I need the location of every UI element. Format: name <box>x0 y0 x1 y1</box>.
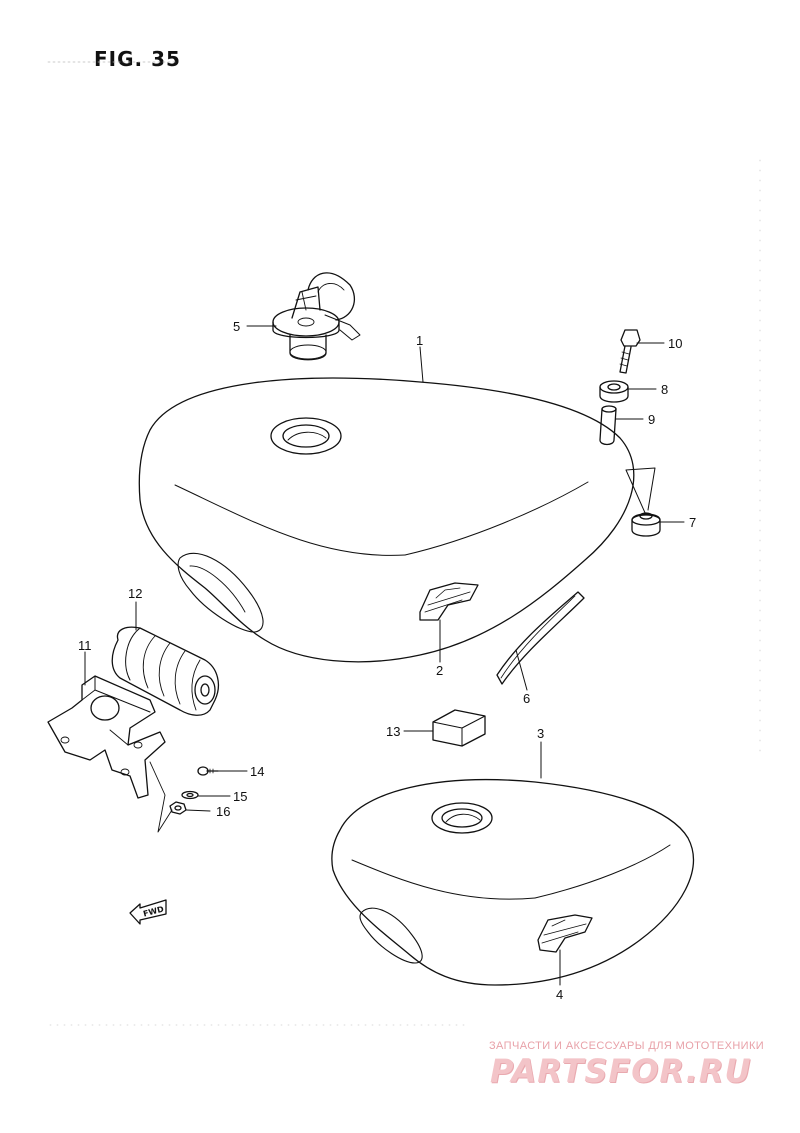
callout-labels: 5 1 10 8 9 7 2 6 3 4 13 12 11 14 15 16 <box>78 319 696 1002</box>
trim-strip <box>496 591 585 685</box>
pad-block <box>432 709 486 747</box>
cushion-part <box>631 512 661 537</box>
forward-direction-marker: FWD <box>129 899 167 925</box>
watermark-tagline: ЗАПЧАСТИ И АКСЕССУАРЫ ДЛЯ МОТОТЕХНИКИ <box>489 1040 765 1052</box>
nut-part <box>169 801 187 815</box>
collar-part <box>599 380 629 403</box>
callout-7: 7 <box>689 515 696 530</box>
screw-part <box>197 766 219 776</box>
callout-10: 10 <box>668 336 682 351</box>
callout-1: 1 <box>416 333 423 348</box>
callout-16: 16 <box>216 804 230 819</box>
callout-15: 15 <box>233 789 247 804</box>
callout-6: 6 <box>523 691 530 706</box>
fuel-tank-main <box>138 377 635 663</box>
mount-bracket <box>47 675 166 799</box>
callout-2: 2 <box>436 663 443 678</box>
fuel-tank-secondary <box>331 779 694 986</box>
figure-title: FIG. 35 <box>94 47 181 71</box>
watermark-logo: PARTSFOR.RU <box>490 1052 752 1090</box>
washer-part <box>181 790 199 800</box>
leader-lines <box>84 325 685 986</box>
callout-3: 3 <box>537 726 544 741</box>
callout-11: 11 <box>78 638 92 653</box>
spacer-part <box>599 405 617 446</box>
fuel-cap-with-keys <box>272 272 361 361</box>
callout-5: 5 <box>233 319 240 334</box>
tank-emblem-lower <box>537 914 593 953</box>
callout-12: 12 <box>128 586 142 601</box>
bolt-part <box>619 329 641 374</box>
callout-13: 13 <box>386 724 400 739</box>
callout-4: 4 <box>556 987 563 1002</box>
tank-emblem-upper <box>419 582 479 621</box>
callout-9: 9 <box>648 412 655 427</box>
callout-8: 8 <box>661 382 668 397</box>
rubber-mount <box>111 626 219 716</box>
callout-14: 14 <box>250 764 264 779</box>
